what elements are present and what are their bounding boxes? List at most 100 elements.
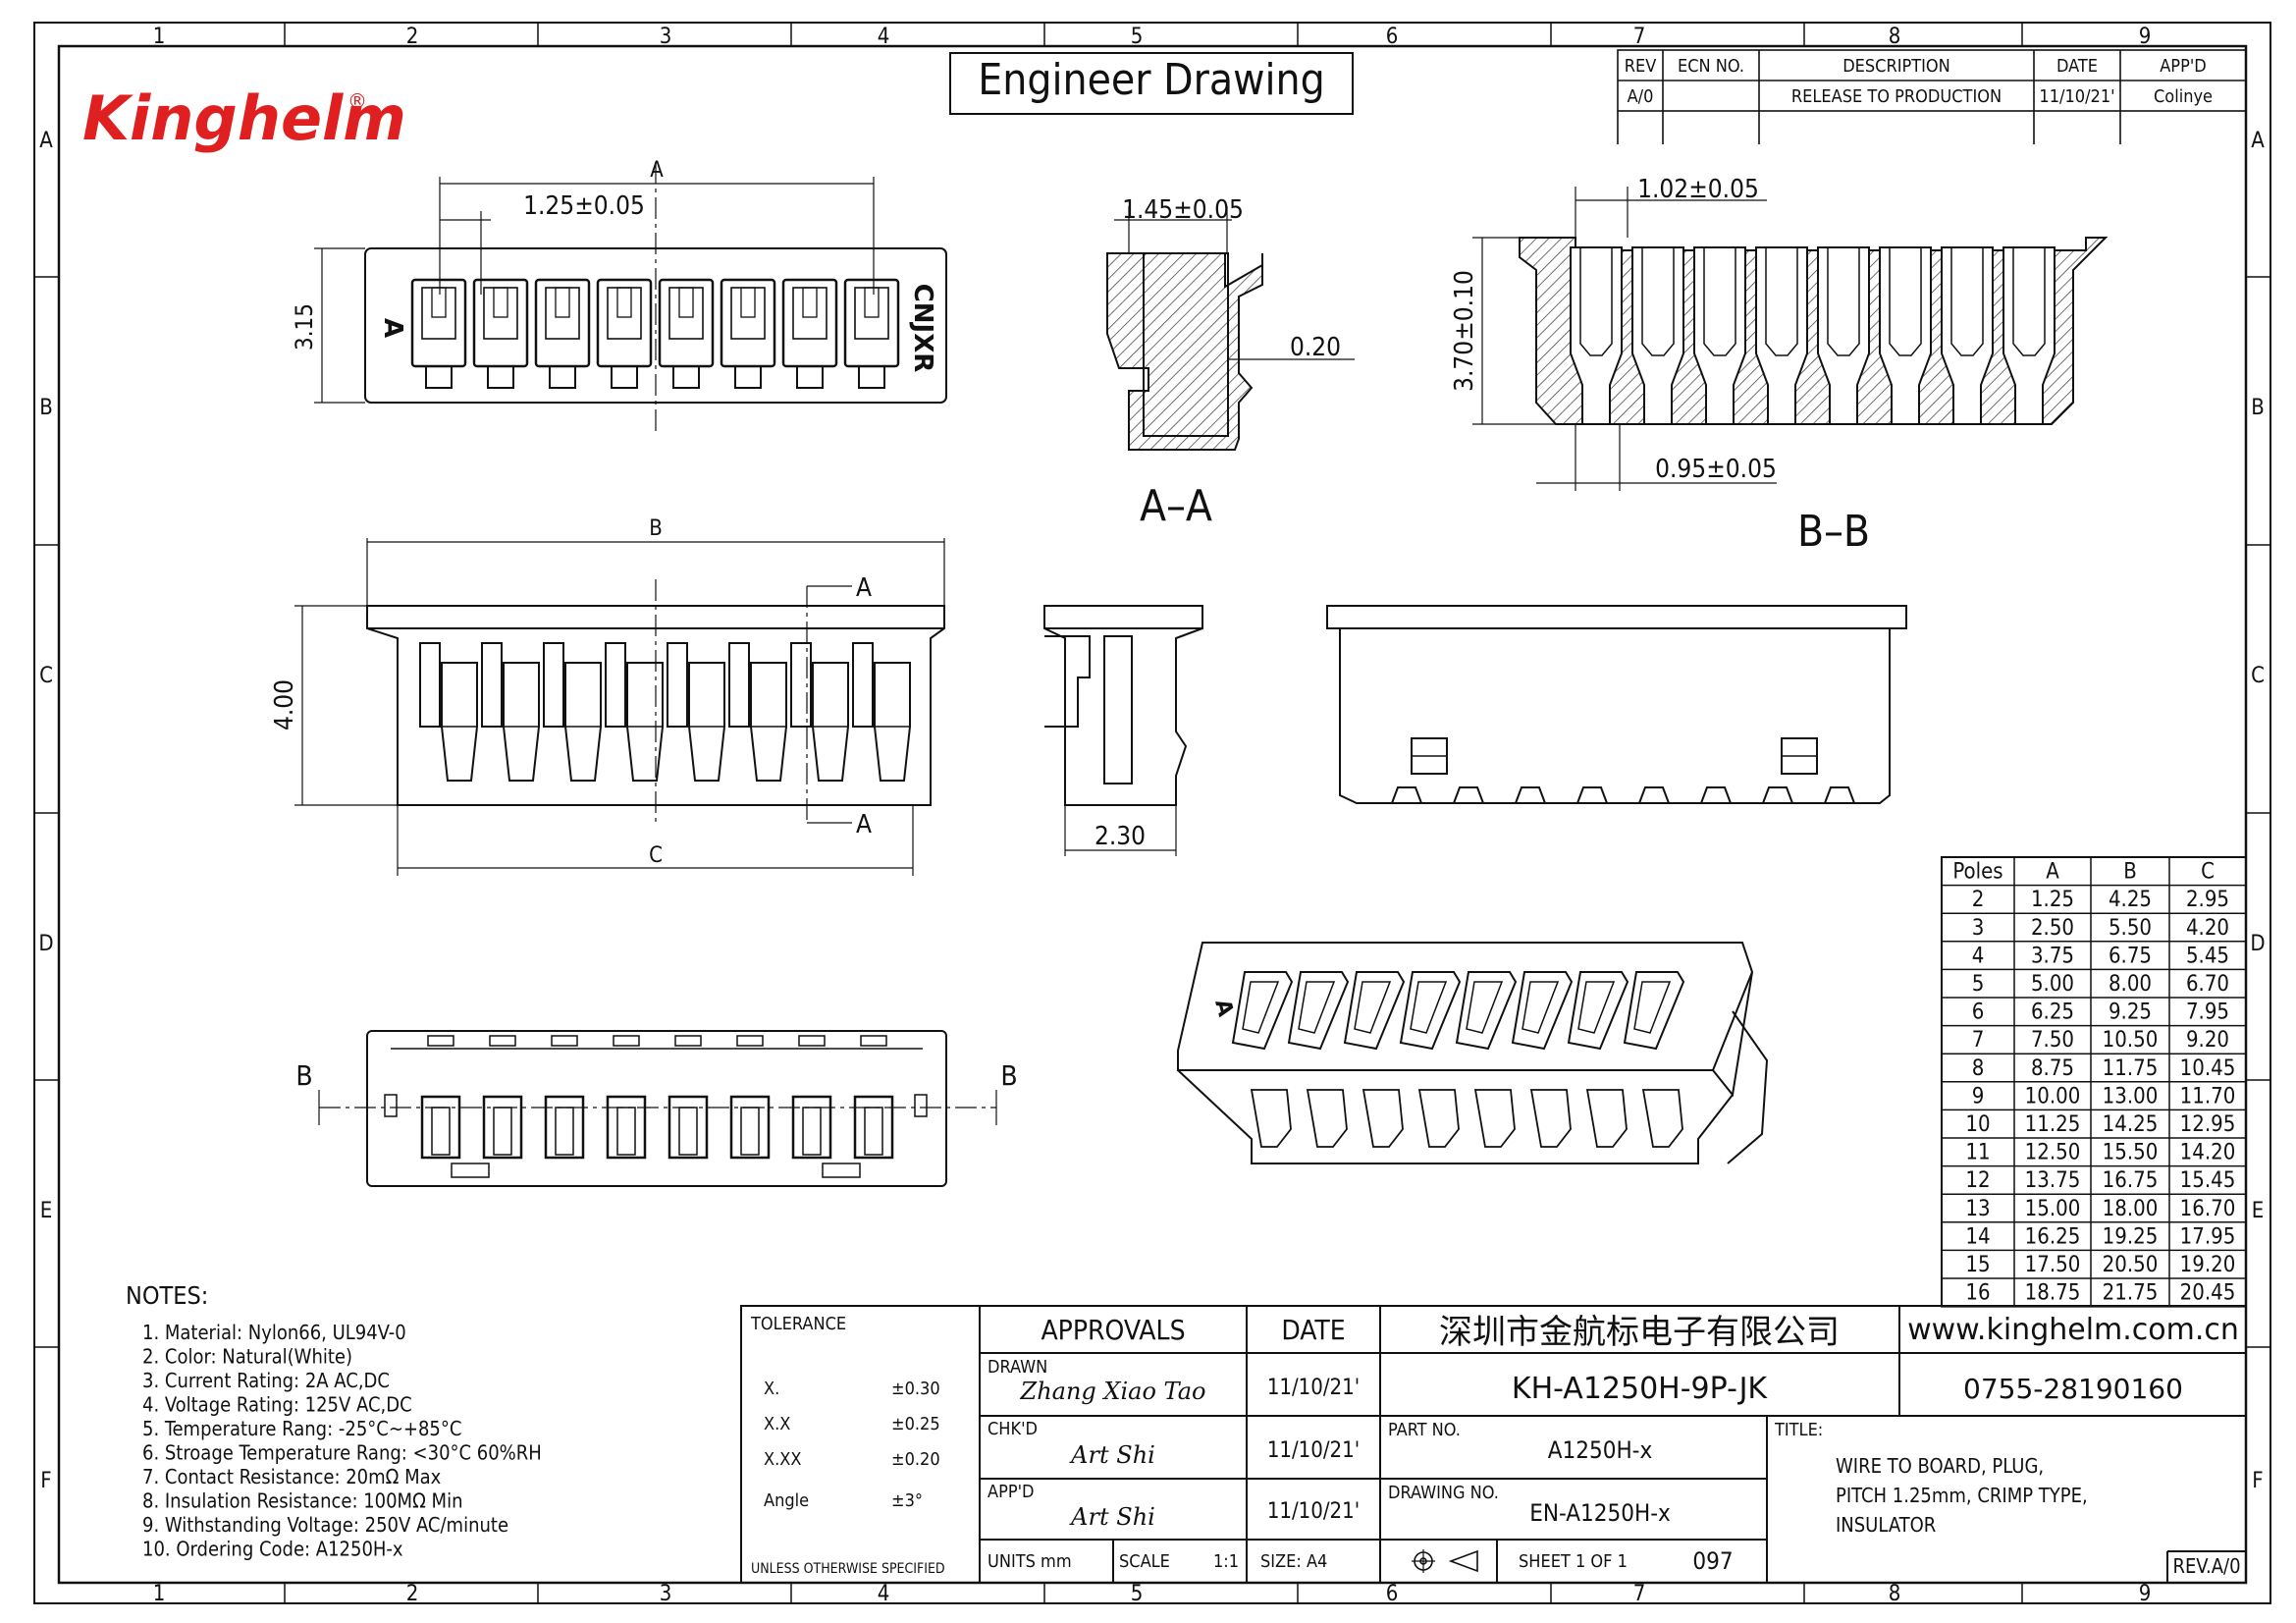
cavity-tail [487, 365, 514, 389]
frame-row-label: A [2251, 129, 2265, 153]
frame-row-label: B [39, 396, 53, 420]
unless-specified: UNLESS OTHERWISE SPECIFIED [751, 1561, 945, 1577]
pole-table-cell: 16 [1965, 1281, 1990, 1306]
bottom-key [798, 1035, 826, 1047]
section-contact [1950, 247, 1984, 356]
pole-table-cell: 7.95 [2186, 1001, 2229, 1025]
iso-lower-tooth [1362, 1089, 1404, 1148]
pole-table-cell: 6.70 [2186, 972, 2229, 997]
cavity-window [668, 287, 704, 340]
title-label: TITLE: [1774, 1420, 1823, 1440]
cavity-window [483, 287, 518, 340]
company-website: www.kinghelm.com.cn [1907, 1313, 2239, 1347]
bottom-slot-inner [431, 1107, 451, 1156]
pole-table-header: A [2046, 860, 2059, 885]
pole-table-cell: 6.75 [2109, 944, 2152, 968]
pole-table-cell: 4.25 [2109, 888, 2152, 912]
iso-cavity [1511, 971, 1574, 1051]
bottom-key [860, 1035, 887, 1047]
pole-table-cell: 11 [1965, 1141, 1990, 1165]
iso-cavity-inner [1298, 981, 1336, 1034]
frame-column-label: 1 [153, 1582, 166, 1606]
cnjxr-marking: CNJXR [908, 284, 937, 373]
dim-pitch-top: 1.25±0.05 [523, 191, 645, 221]
bottom-key [674, 1035, 702, 1047]
front-cavity [564, 662, 602, 782]
pole-table-cell: 20.45 [2180, 1281, 2236, 1306]
title-line: PITCH 1.25mm, CRIMP TYPE, [1836, 1484, 2088, 1507]
rev-header: REV [1625, 56, 1657, 77]
pole-table-header: Poles [1952, 860, 2002, 885]
pole-table-cell: 14.25 [2103, 1112, 2159, 1137]
date-value: 11/10/21' [2039, 86, 2114, 107]
drawing-title: Engineer Drawing [978, 55, 1325, 105]
bottom-slot [853, 1095, 894, 1160]
pole-table-cell: 19.25 [2103, 1224, 2159, 1249]
rear-view [1326, 605, 1907, 804]
drawn-by-signature: Zhang Xiao Tao [1020, 1378, 1206, 1405]
sheet-size: SIZE: A4 [1260, 1551, 1327, 1572]
pole-table-cell: 9.20 [2186, 1028, 2229, 1053]
frame-row-label: F [40, 1469, 51, 1493]
section-b-marker-right: B [1000, 1059, 1017, 1092]
pole-table-cell: 10.45 [2180, 1056, 2236, 1081]
tolerance-value: ±0.25 [891, 1414, 940, 1434]
front-cavity [441, 662, 478, 782]
section-contact [1641, 247, 1675, 356]
pole-table-cell: 16.75 [2103, 1168, 2159, 1193]
bottom-key [613, 1035, 640, 1047]
isometric-view: A [1177, 942, 1769, 1164]
bottom-slot [791, 1095, 832, 1160]
rear-tab [1453, 786, 1484, 804]
dim-a-top: A [650, 158, 664, 183]
terminal-cavity [720, 278, 776, 368]
frame-row-label: B [2251, 396, 2265, 420]
iso-lower-tooth [1641, 1089, 1683, 1148]
title-box [949, 52, 1354, 115]
pole-table-cell: 6.25 [2031, 1001, 2074, 1025]
pole-table-cell: 11.70 [2180, 1084, 2236, 1109]
section-b-marker-left: B [295, 1059, 312, 1092]
pole-table-cell: 16.70 [2180, 1197, 2236, 1221]
frame-row-label: E [40, 1199, 53, 1223]
front-rib [419, 642, 441, 728]
appd-value: Colinye [2154, 86, 2213, 107]
iso-polarity-mark: A [1209, 997, 1238, 1019]
section-cavity [1755, 246, 1808, 425]
pole-table-cell: 4.20 [2186, 916, 2229, 941]
note-item: 4. Voltage Rating: 125V AC,DC [142, 1393, 412, 1417]
bottom-slot [667, 1095, 709, 1160]
section-a-marker-bottom: A [856, 810, 872, 839]
pole-table-cell: 10.00 [2025, 1084, 2081, 1109]
chkd-label: CHK'D [988, 1419, 1038, 1439]
pole-table-cell: 17.50 [2025, 1253, 2081, 1277]
bottom-key [427, 1035, 454, 1047]
bottom-slot-inner [802, 1107, 822, 1156]
bottom-slot-inner [678, 1107, 698, 1156]
drawing-no: EN-A1250H-x [1529, 1499, 1671, 1527]
frame-column-label: 5 [1131, 25, 1144, 49]
revision-code: REV.A/0 [2172, 1554, 2240, 1578]
pole-table-cell: 17.95 [2180, 1224, 2236, 1249]
section-cavity [1570, 246, 1623, 425]
front-view: B C 4.00 A A [270, 516, 945, 876]
dim-c: C [649, 843, 663, 868]
iso-lower-tooth [1250, 1089, 1292, 1148]
drawn-date: 11/10/21' [1267, 1376, 1360, 1400]
section-a-marker-top: A [856, 573, 872, 603]
iso-cavity [1343, 971, 1406, 1051]
pole-table-cell: 18.75 [2025, 1281, 2081, 1306]
front-cavity [874, 662, 911, 782]
iso-lower-tooth [1585, 1089, 1628, 1148]
pole-table-cell: 12.50 [2025, 1141, 2081, 1165]
pole-table-cell: 3 [1972, 916, 1985, 941]
frame-column-label: 7 [1633, 1582, 1646, 1606]
tolerance-key: X.X [764, 1414, 790, 1434]
note-item: 10. Ordering Code: A1250H-x [142, 1538, 403, 1561]
rear-tab [1391, 786, 1422, 804]
section-cavity [2002, 246, 2056, 425]
front-rib [790, 642, 812, 728]
cavity-tail [611, 365, 638, 389]
scale-label: SCALE [1119, 1551, 1170, 1572]
frame-row-label: D [38, 932, 53, 956]
